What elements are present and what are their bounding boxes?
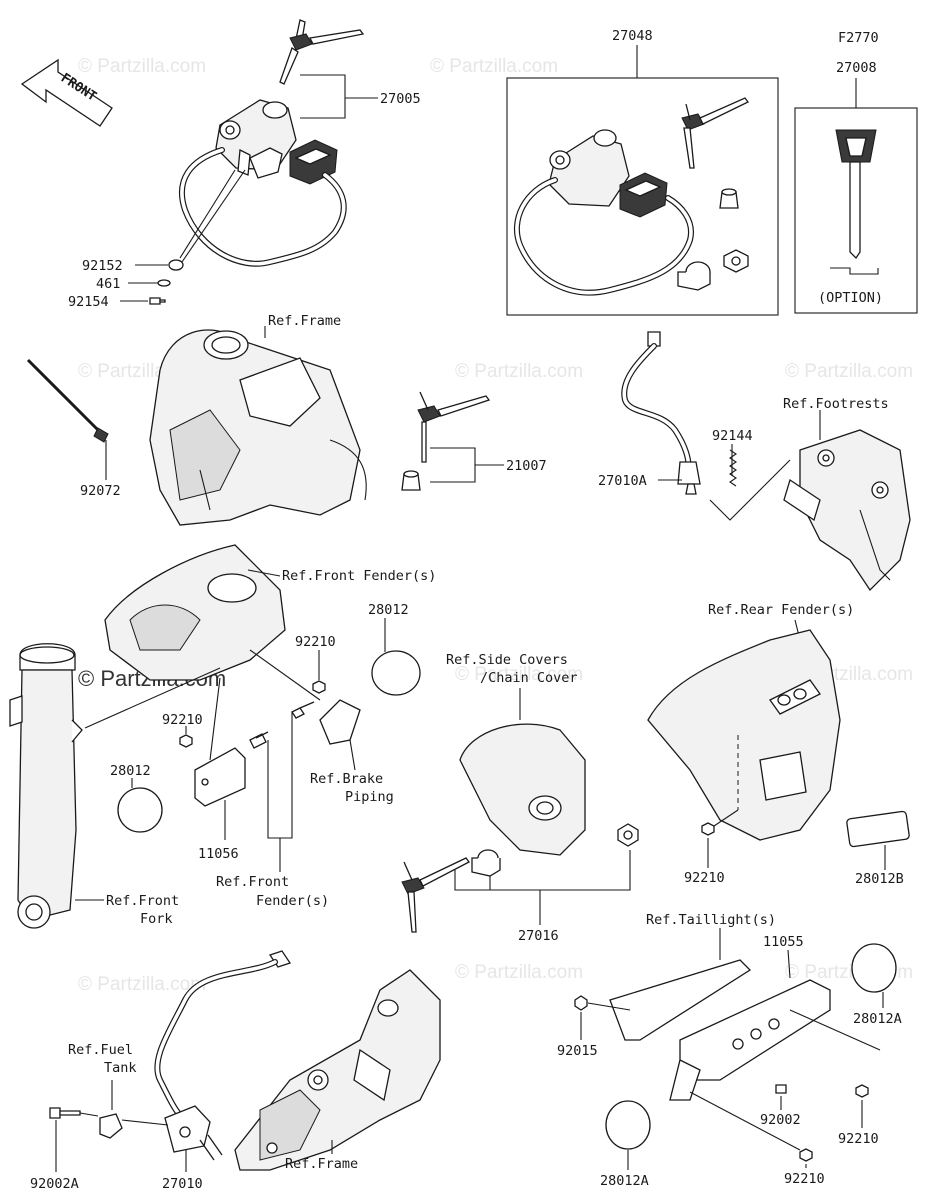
key-set-27048: 27048 [506, 28, 779, 316]
watermark: © Partzilla.com [430, 56, 558, 77]
key-set-21007: 21007 [401, 391, 547, 491]
label-92015: 92015 [557, 1043, 598, 1059]
ignition-switch-assembly: 27005 92152 461 92154 [68, 19, 421, 310]
reflector-28012A [605, 1100, 651, 1150]
ref-brake-2: Piping [345, 789, 394, 805]
label-28012B: 28012B [855, 871, 904, 887]
ref-front-fork-1: Ref.Front [106, 893, 179, 909]
ref-front-fender-mid-2: Fender(s) [256, 893, 329, 909]
label-92210-c: 92210 [684, 870, 725, 886]
label-28012A-right: 28012A [853, 1011, 902, 1027]
watermark: © Partzilla.com [455, 361, 583, 382]
label-27016: 27016 [518, 928, 559, 944]
label-27005: 27005 [380, 91, 421, 107]
ref-frame-top: Ref.Frame [268, 313, 341, 329]
ref-side-covers-2: /Chain Cover [480, 670, 578, 686]
label-28012-left: 28012 [110, 763, 151, 779]
label-92210-a: 92210 [295, 634, 336, 650]
label-27008: 27008 [836, 60, 877, 76]
label-92152: 92152 [82, 258, 123, 274]
label-28012-top: 28012 [368, 602, 409, 618]
key-icon [835, 129, 877, 260]
ref-front-fork-2: Fork [140, 911, 173, 927]
ref-footrests: Ref.Footrests [783, 396, 889, 412]
side-cover-lock-27016: Ref.Side Covers /Chain Cover 27016 [401, 652, 639, 944]
washer-461 [157, 279, 171, 287]
frame-cable-tie: 92072 Ref.Frame [26, 313, 367, 526]
key-icon [417, 391, 491, 463]
ref-side-covers-1: Ref.Side Covers [446, 652, 568, 668]
watermark: © Partzilla.com [78, 56, 206, 77]
label-F2770: F2770 [838, 30, 879, 46]
rear-fender-assembly: Ref.Rear Fender(s) 28012B 92210 [647, 602, 910, 887]
label-option: (OPTION) [818, 290, 883, 306]
label-11056: 11056 [198, 846, 239, 862]
key-icon [279, 19, 365, 85]
reflector-28012B [846, 810, 910, 848]
reflector-28012 [371, 650, 421, 696]
label-461: 461 [96, 276, 120, 292]
label-92154: 92154 [68, 294, 109, 310]
ref-fuel-2: Tank [104, 1060, 137, 1076]
watermark: © Partzilla.com [455, 664, 583, 685]
ref-rear-fender: Ref.Rear Fender(s) [708, 602, 854, 618]
label-28012A-bottom: 28012A [600, 1173, 649, 1189]
label-92072: 92072 [80, 483, 121, 499]
switch-27010A: 92144 27010A Ref.Footrests [598, 331, 911, 592]
label-27048: 27048 [612, 28, 653, 44]
key-icon [401, 857, 470, 933]
reflector-28012A [851, 943, 897, 993]
label-92144: 92144 [712, 428, 753, 444]
reflector-28012 [117, 787, 163, 833]
label-27010: 27010 [162, 1176, 203, 1192]
label-27010A: 27010A [598, 473, 647, 489]
label-92210-d: 92210 [838, 1131, 879, 1147]
front-fender-assembly: Ref.Front Fender(s) Ref.Front Fork 28012… [9, 544, 436, 929]
label-21007: 21007 [506, 458, 547, 474]
ref-brake-1: Ref.Brake [310, 771, 383, 787]
ref-fuel-1: Ref.Fuel [68, 1042, 133, 1058]
switch-27010: Ref.Fuel Tank 92002A 27010 Ref.Frame [30, 950, 441, 1192]
taillight-bracket-assembly: Ref.Taillight(s) 11055 28012A 92015 9200… [557, 912, 902, 1189]
ref-frame-bottom: Ref.Frame [285, 1156, 358, 1172]
label-92210-b: 92210 [162, 712, 203, 728]
label-92002A: 92002A [30, 1176, 79, 1192]
nut-92152 [168, 259, 184, 271]
label-92002: 92002 [760, 1112, 801, 1128]
watermark: © Partzilla.com [78, 974, 206, 995]
label-92210-e: 92210 [784, 1171, 825, 1187]
label-11055: 11055 [763, 934, 804, 950]
blank-key-27008: F2770 27008 (OPTION) [794, 30, 918, 314]
ref-taillight: Ref.Taillight(s) [646, 912, 776, 928]
watermark: © Partzilla.com [455, 962, 583, 983]
ref-front-fender-mid-1: Ref.Front [216, 874, 289, 890]
watermark: © Partzilla.com [785, 361, 913, 382]
ref-front-fender-top: Ref.Front Fender(s) [282, 568, 436, 584]
key-icon [681, 97, 749, 169]
